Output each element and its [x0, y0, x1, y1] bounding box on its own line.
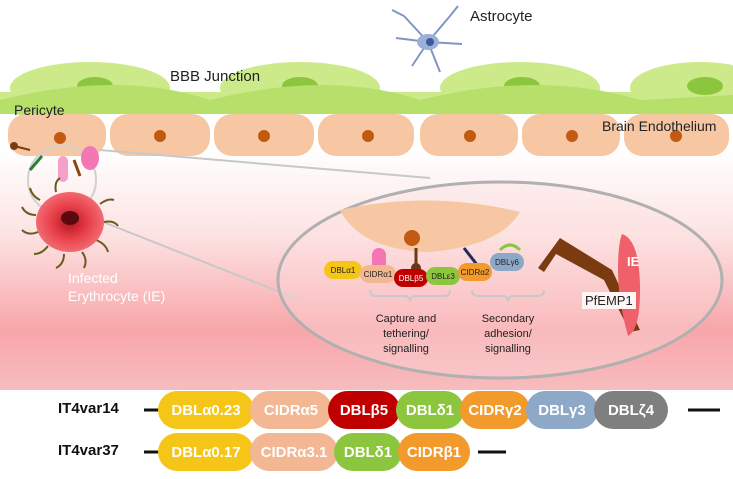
pfemp1-label: PfEMP1 — [582, 292, 636, 309]
domain-pill-it4var14-3: DBLδ1 — [396, 391, 464, 429]
zoom-domain-label-5: DBLγ6 — [495, 258, 520, 267]
domain-pill-it4var14-1: CIDRα5 — [250, 391, 332, 429]
domain-pill-it4var14-0: DBLα0.23 — [158, 391, 254, 429]
infected-erythrocyte-label-1: Infected — [68, 270, 118, 286]
domain-pill-it4var37-1: CIDRα3.1 — [250, 433, 338, 471]
endothelial-receptors — [10, 142, 99, 182]
zoom-domain-1: CIDRα1 — [360, 265, 396, 283]
secondary-label: Secondary adhesion/ signalling — [470, 312, 546, 357]
row-name-it4var14: IT4var14 — [58, 400, 119, 417]
zoom-domain-shape-4 — [458, 263, 492, 281]
secondary-label-line1: Secondary — [481, 313, 535, 325]
pericyte — [0, 96, 80, 116]
bbb-junction-label: BBB Junction — [170, 68, 261, 85]
secondary-label-line3: signalling — [485, 343, 531, 355]
row-name-it4var37: IT4var37 — [58, 442, 119, 459]
domain-pill-it4var14-2: DBLβ5 — [328, 391, 400, 429]
domain-pill-it4var14-5: DBLγ3 — [526, 391, 598, 429]
domain-pill-it4var37-2: DBLδ1 — [334, 433, 402, 471]
brain-endothelium-label: Brain Endothelium — [602, 118, 717, 134]
zoom-domain-shape-1 — [360, 265, 396, 283]
capture-label-line1: Capture and — [375, 313, 437, 325]
zoom-domain-shape-0 — [324, 261, 362, 279]
domain-pill-it4var14-4: CIDRγ2 — [460, 391, 530, 429]
zoom-domain-label-0: DBLα1 — [331, 266, 356, 275]
zoom-endothelial-cell — [340, 200, 520, 252]
capture-label-line3: signalling — [383, 343, 429, 355]
zoom-ie-membrane — [618, 234, 640, 336]
astrocyte-endfeet-layer — [0, 62, 733, 114]
infected-erythrocyte — [21, 177, 119, 269]
zoom-domain-label-1: CIDRα1 — [364, 270, 393, 279]
domain-pill-it4var14-6: DBLζ4 — [594, 391, 668, 429]
secondary-label-line2: adhesion/ — [484, 328, 532, 340]
zoom-domain-5: DBLγ6 — [490, 253, 524, 271]
zoom-domain-shape-2 — [394, 269, 428, 287]
zoom-domain-shape-5 — [490, 253, 524, 271]
zoom-pfemp1-chain: DBLα1 CIDRα1 DBLβ5 DBLε3 CIDRα2 DBLγ6 — [324, 253, 524, 287]
pericyte-label: Pericyte — [14, 102, 65, 118]
domain-pill-it4var37-0: DBLα0.17 — [158, 433, 254, 471]
zoom-domain-3: DBLε3 — [426, 267, 460, 285]
zoom-domain-0: DBLα1 — [324, 261, 362, 279]
zoom-domain-label-3: DBLε3 — [431, 272, 455, 281]
astrocyte-icon — [391, 5, 463, 73]
zoom-domain-2: DBLβ5 — [394, 269, 428, 287]
ie-label: IE — [627, 254, 640, 269]
zoom-domain-4: CIDRα2 — [458, 263, 492, 281]
capture-label-line2: tethering/ — [383, 328, 429, 340]
zoom-domain-shape-3 — [426, 267, 460, 285]
endothelial-cells — [8, 114, 729, 156]
zoom-brackets — [369, 289, 545, 303]
astrocyte-label: Astrocyte — [470, 8, 533, 25]
zoom-domain-label-2: DBLβ5 — [399, 274, 424, 283]
domain-pill-it4var37-3: CIDRβ1 — [398, 433, 470, 471]
infected-erythrocyte-label-2: Erythrocyte (IE) — [68, 288, 166, 304]
zoom-connector — [87, 149, 431, 301]
zoom-domain-label-4: CIDRα2 — [461, 268, 490, 277]
capture-label: Capture and tethering/ signalling — [368, 312, 444, 357]
